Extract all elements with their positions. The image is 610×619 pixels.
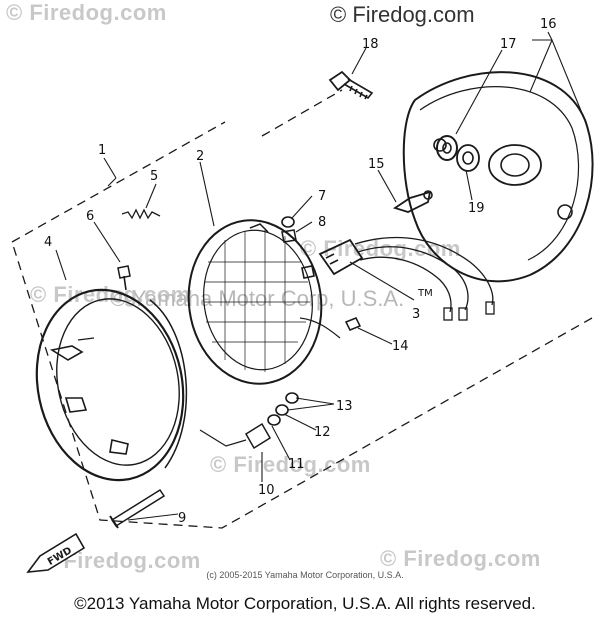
watermark-left: © Firedog.com [30, 282, 191, 307]
watermark-bottom-right: © Firedog.com [380, 546, 541, 571]
callout-3: 3 [412, 307, 420, 322]
grommet-small [344, 317, 362, 331]
callout-tm: TM [417, 288, 433, 299]
headlight-housing [402, 71, 594, 283]
headlight-parts-diagram: 1 2 3 4 5 6 7 8 9 10 11 12 13 14 15 16 1… [11, 17, 594, 573]
watermark-top-left: © Firedog.com [6, 0, 167, 25]
collar [244, 422, 272, 450]
callout-18: 18 [362, 37, 379, 52]
callout-15: 15 [368, 157, 385, 172]
long-screw [109, 488, 166, 529]
callout-7: 7 [318, 189, 326, 204]
callout-1: 1 [98, 143, 106, 158]
callout-19: 19 [468, 201, 485, 216]
callout-10: 10 [258, 483, 275, 498]
cord-clamp [456, 144, 480, 172]
callout-17: 17 [500, 37, 517, 52]
spring [121, 208, 161, 220]
nut [281, 229, 297, 243]
watermark-top-right: © Firedog.com [330, 2, 475, 27]
front-direction-arrow: FWD [26, 532, 86, 573]
callout-14: 14 [392, 339, 409, 354]
washer [281, 216, 295, 228]
callout-2: 2 [196, 149, 204, 164]
image-copyright-notice: (c) 2005-2015 Yamaha Motor Corporation, … [206, 570, 404, 580]
headlight-rim [35, 288, 188, 482]
assembly-boundary [11, 89, 593, 529]
callout-4: 4 [44, 235, 52, 250]
callout-6: 6 [86, 209, 94, 224]
callout-16: 16 [540, 17, 557, 32]
footer-copyright: ©2013 Yamaha Motor Corporation, U.S.A. A… [74, 594, 536, 613]
wire-connector [318, 236, 495, 321]
adjusting-screw [117, 265, 131, 291]
callout-8: 8 [318, 215, 326, 230]
callout-11: 11 [288, 457, 305, 472]
callout-5: 5 [150, 169, 158, 184]
callout-12: 12 [314, 425, 331, 440]
grommet [436, 135, 458, 161]
callout-9: 9 [178, 511, 186, 526]
bracket [392, 190, 432, 213]
sealed-beam-unit [187, 219, 341, 385]
mounting-bolt [328, 70, 374, 100]
callout-13: 13 [336, 399, 353, 414]
bracket-line [199, 429, 247, 447]
watermark-center: © Yamaha Motor Corp, U.S.A. [110, 286, 405, 311]
watermark-lower-mid: © Firedog.com [210, 452, 371, 477]
